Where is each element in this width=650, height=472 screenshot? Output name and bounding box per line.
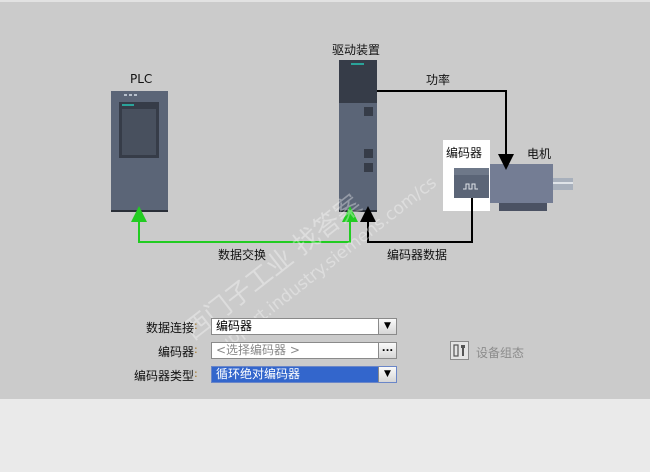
data-connection-dropdown[interactable]: 编码器 ▼ xyxy=(211,318,397,335)
power-line xyxy=(377,90,514,170)
pulse-icon xyxy=(463,183,478,190)
encoder-select-field[interactable]: <选择编码器 > ... xyxy=(211,342,397,359)
drive-label: 驱动装置 xyxy=(332,43,381,57)
browse-button[interactable]: ... xyxy=(378,343,396,358)
device-config-link[interactable]: 设备组态 xyxy=(476,346,525,360)
encoder-label: 编码器 xyxy=(446,146,483,160)
data-connection-label: 数据连接 xyxy=(145,321,194,335)
power-label: 功率 xyxy=(426,73,451,87)
colon: : xyxy=(194,319,198,332)
topology-diagram xyxy=(111,60,573,243)
motor-label: 电机 xyxy=(527,147,552,161)
colon: : xyxy=(194,343,198,356)
drive-device[interactable] xyxy=(339,60,377,212)
encoder-placeholder: <选择编码器 > xyxy=(216,343,300,357)
data-connection-value: 编码器 xyxy=(216,319,253,333)
chevron-down-icon[interactable]: ▼ xyxy=(378,319,396,334)
motor-device[interactable] xyxy=(490,164,573,211)
data-exchange-label: 数据交换 xyxy=(218,248,267,262)
colon: : xyxy=(194,367,198,380)
encoder-type-value: 循环绝对编码器 xyxy=(216,367,301,381)
data-exchange-line xyxy=(131,206,358,243)
encoder-field-label: 编码器 xyxy=(157,345,194,359)
encoder-type-dropdown[interactable]: 循环绝对编码器 ▼ xyxy=(211,366,397,383)
encoder-data-label: 编码器数据 xyxy=(387,248,448,262)
plc-label: PLC xyxy=(130,72,153,86)
encoder-type-label: 编码器类型 xyxy=(133,369,194,383)
device-config-icon[interactable] xyxy=(450,341,469,360)
encoder-device[interactable] xyxy=(443,140,490,211)
encoder-data-line xyxy=(360,198,473,243)
chevron-down-icon[interactable]: ▼ xyxy=(378,367,396,382)
plc-device[interactable] xyxy=(111,91,168,212)
